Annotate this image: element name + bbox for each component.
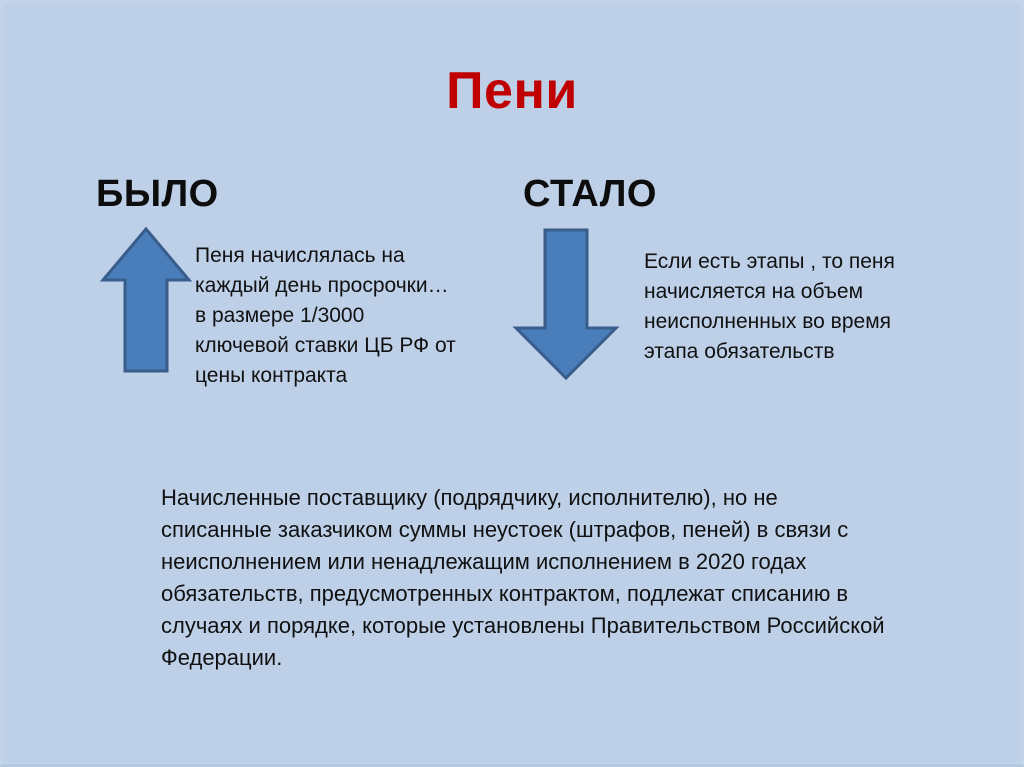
before-line: в размере 1/3000 (195, 304, 365, 327)
after-description: Если есть этапы , то пеня начисляется на… (644, 247, 964, 367)
footnote-line: случаях и порядке, которые установлены П… (161, 613, 885, 638)
arrow-up-icon (100, 226, 192, 374)
before-description: Пеня начислялась на каждый день просрочк… (195, 241, 485, 391)
after-line: неисполненных во время (644, 310, 892, 333)
before-line: ключевой ставки ЦБ РФ от (195, 334, 456, 357)
footnote-line: обязательств, предусмотренных контрактом… (161, 581, 849, 606)
column-heading-before: БЫЛО (96, 173, 219, 215)
footnote-line: неисполнением или ненадлежащим исполнени… (161, 549, 807, 574)
after-line: этапа обязательств (644, 340, 835, 363)
before-line: Пеня начислялась на (195, 244, 405, 267)
after-line: начисляется на объем (644, 280, 864, 303)
column-heading-after: СТАЛО (523, 173, 657, 215)
footnote-paragraph: Начисленные поставщику (подрядчику, испо… (161, 482, 916, 674)
arrow-down-icon (512, 226, 620, 382)
footnote-line: Федерации. (161, 645, 283, 670)
after-line: Если есть этапы , то пеня (644, 250, 895, 273)
page-title: Пени (446, 62, 578, 120)
footnote-line: списанные заказчиком суммы неустоек (штр… (161, 517, 849, 542)
before-line: каждый день просрочки… (195, 274, 449, 297)
before-line: цены контракта (195, 364, 348, 387)
footnote-line: Начисленные поставщику (подрядчику, испо… (161, 485, 778, 510)
